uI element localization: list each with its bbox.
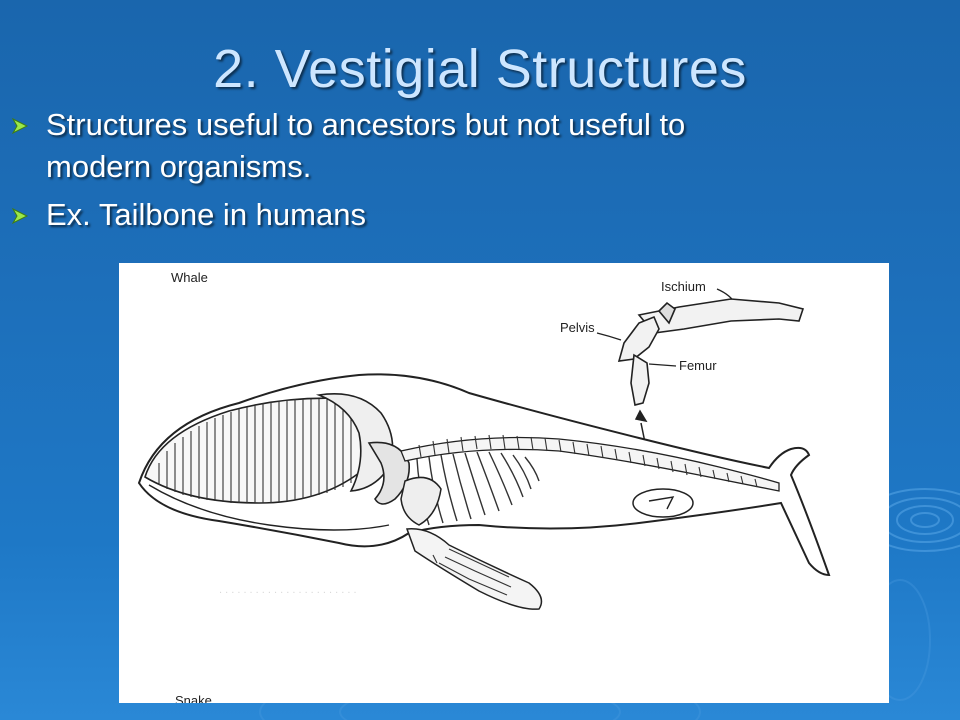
baleen-plates [144,397,364,504]
femur-leader-line [648,363,677,367]
slide-title: 2. Vestigial Structures [213,39,747,99]
pelvis-leader-line [596,332,622,341]
whale-skeleton-figure: Whale Ischium Pelvis Femur Snake [119,263,889,703]
label-ischium: Ischium [661,279,706,294]
bullet-item: Structures useful to ancestors but not u… [10,104,910,188]
arrow-bullet-icon [11,207,29,225]
arrow-bullet-icon [11,117,29,135]
bullet-list: Structures useful to ancestors but not u… [10,104,910,242]
label-pelvis: Pelvis [560,320,595,335]
whale-flipper [405,528,543,610]
whale-scapula [400,476,442,526]
bullet-text-line-1: Structures useful to ancestors but not u… [46,107,686,142]
label-snake: Snake [175,693,212,703]
label-whale: Whale [171,270,208,285]
whale-skeleton-drawing: Whale Ischium Pelvis Femur Snake [137,270,831,703]
whale-spine [400,434,780,492]
bullet-item: Ex. Tailbone in humans [10,194,910,236]
pelvis-inset [617,298,805,406]
bullet-text: Ex. Tailbone in humans [46,197,366,232]
bullet-text-line-2: modern organisms. [46,149,312,184]
svg-text:. . . . . . . . . . . . . . .: . . . . . . . . . . . . . . . . . . . . … [219,584,357,596]
label-femur: Femur [679,358,717,373]
vestigial-pelvis-circle [632,488,694,518]
